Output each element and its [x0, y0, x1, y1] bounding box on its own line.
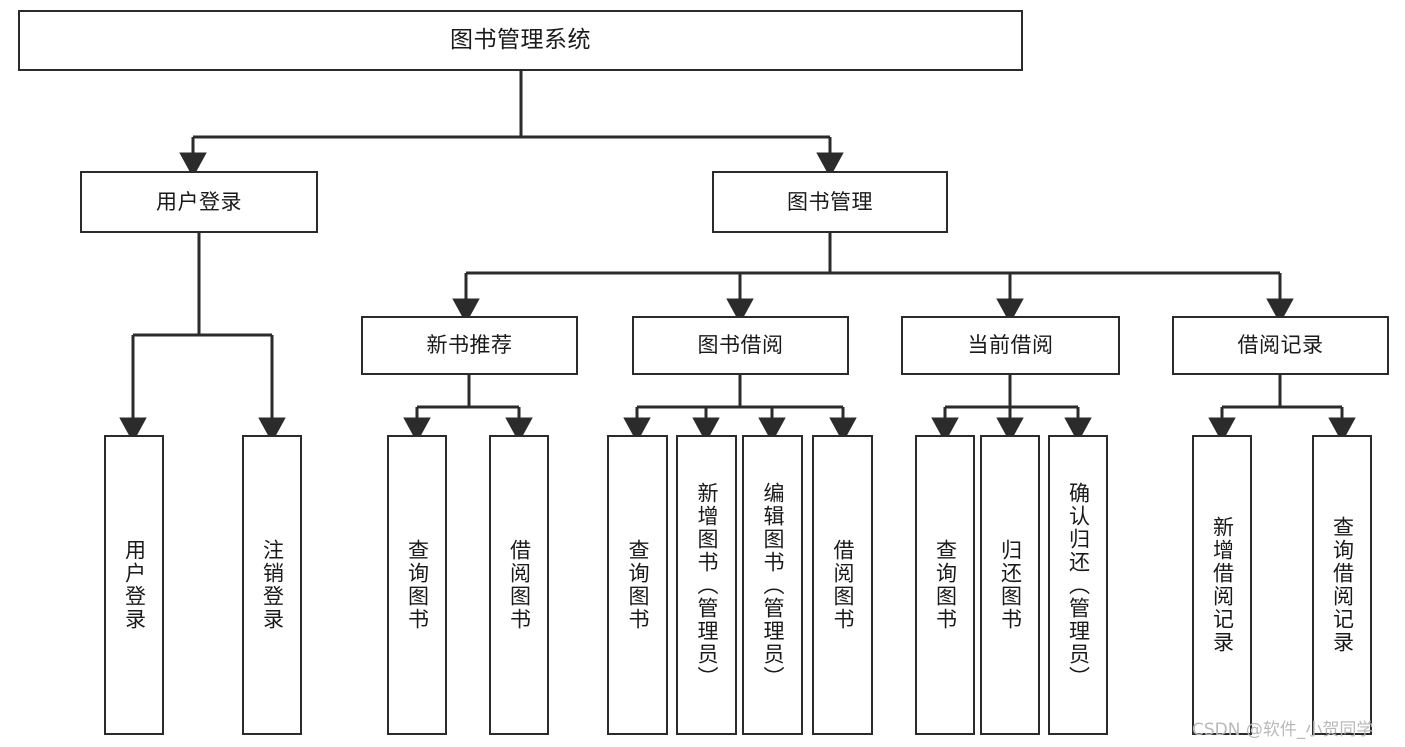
- node-label: 图书借阅: [697, 333, 784, 358]
- node-book-borrow[interactable]: 图书借阅: [632, 316, 849, 375]
- node-label: 用户登录: [156, 189, 242, 214]
- leaf-borrow-book[interactable]: 借阅图书: [812, 435, 873, 735]
- node-label: 查询图书: [933, 539, 958, 631]
- node-label: 确认归还（管理员）: [1066, 481, 1091, 689]
- node-user-login[interactable]: 用户登录: [80, 171, 318, 233]
- node-label: 新增借阅记录: [1210, 516, 1235, 654]
- node-label: 借阅记录: [1237, 333, 1324, 358]
- leaf-user-login[interactable]: 用户登录: [104, 435, 164, 735]
- leaf-query-book-borrow[interactable]: 查询图书: [607, 435, 668, 735]
- node-label: 归还图书: [998, 539, 1023, 631]
- leaf-query-book-recommend[interactable]: 查询图书: [387, 435, 447, 735]
- leaf-edit-book-admin[interactable]: 编辑图书（管理员）: [742, 435, 803, 735]
- node-label: 编辑图书（管理员）: [761, 481, 785, 689]
- node-label: 用户登录: [122, 539, 147, 631]
- node-label: 查询图书: [626, 539, 650, 631]
- node-borrow-record[interactable]: 借阅记录: [1172, 316, 1389, 375]
- node-root-system[interactable]: 图书管理系统: [18, 10, 1023, 71]
- node-label: 图书管理系统: [450, 26, 591, 53]
- leaf-borrow-book-recommend[interactable]: 借阅图书: [489, 435, 549, 735]
- leaf-confirm-return-admin[interactable]: 确认归还（管理员）: [1048, 435, 1108, 735]
- node-label: 借阅图书: [507, 539, 532, 631]
- leaf-add-borrow-record[interactable]: 新增借阅记录: [1192, 435, 1252, 735]
- leaf-query-book-current[interactable]: 查询图书: [915, 435, 975, 735]
- leaf-query-borrow-record[interactable]: 查询借阅记录: [1312, 435, 1372, 735]
- node-label: 当前借阅: [967, 333, 1054, 358]
- leaf-add-book-admin[interactable]: 新增图书（管理员）: [676, 435, 737, 735]
- node-label: 新增图书（管理员）: [695, 481, 719, 689]
- node-label: 新书推荐: [426, 333, 513, 358]
- leaf-return-book[interactable]: 归还图书: [980, 435, 1040, 735]
- node-label: 查询图书: [405, 539, 430, 631]
- node-book-management[interactable]: 图书管理: [712, 171, 948, 233]
- leaf-logout[interactable]: 注销登录: [242, 435, 302, 735]
- node-label: 图书管理: [787, 189, 873, 214]
- node-label: 查询借阅记录: [1330, 516, 1355, 654]
- watermark-text: CSDN @软件_小贺同学: [1192, 720, 1374, 740]
- node-current-borrow[interactable]: 当前借阅: [901, 316, 1120, 375]
- node-new-book-recommend[interactable]: 新书推荐: [361, 316, 578, 375]
- node-label: 注销登录: [260, 539, 285, 631]
- node-label: 借阅图书: [831, 539, 855, 631]
